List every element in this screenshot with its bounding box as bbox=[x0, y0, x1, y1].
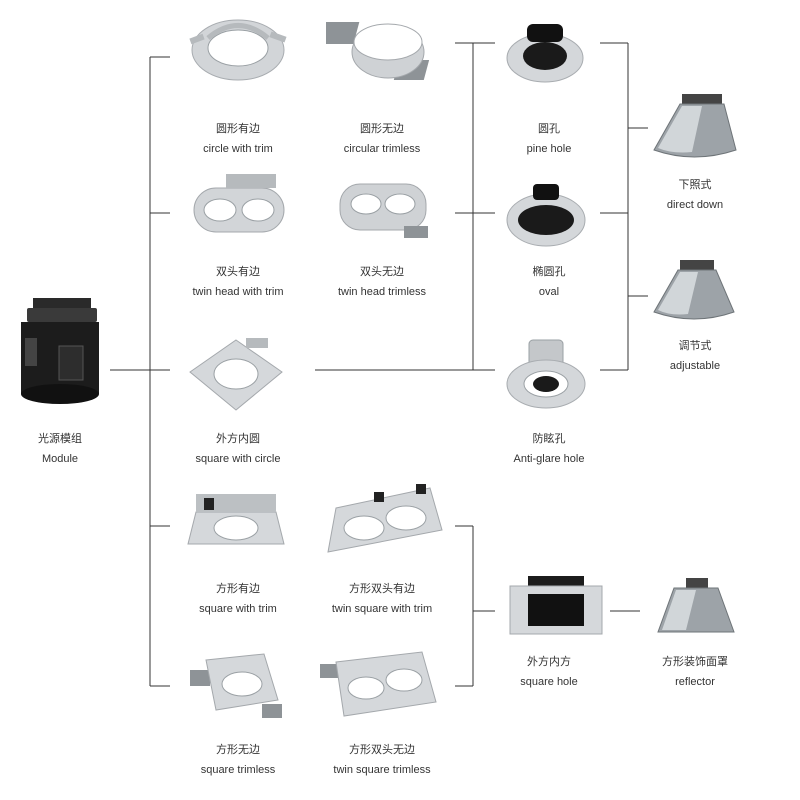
direct-down-reflector-icon bbox=[652, 92, 737, 164]
square-hole-label-en: square hole bbox=[474, 675, 624, 689]
twin-trim-label-zh: 双头有边 bbox=[163, 265, 313, 279]
square-hole-label-zh: 外方内方 bbox=[474, 655, 624, 669]
square-trimless-label-en: square trimless bbox=[163, 763, 313, 777]
circle-trim-label-zh: 圆形有边 bbox=[163, 122, 313, 136]
reflector-label-zh: 方形装饰面罩 bbox=[620, 655, 770, 669]
square-trim-label-en: square with trim bbox=[163, 602, 313, 616]
twin-square-trimless-icon bbox=[318, 646, 440, 726]
circle-trim-icon bbox=[186, 8, 291, 86]
square-circle-label-en: square with circle bbox=[163, 452, 313, 466]
square-trimless-icon bbox=[186, 650, 286, 722]
anti-glare-icon bbox=[505, 336, 587, 412]
circular-trimless-label-en: circular trimless bbox=[307, 142, 457, 156]
square-trimless-label-zh: 方形无边 bbox=[163, 743, 313, 757]
square-circle-label-zh: 外方内圆 bbox=[163, 432, 313, 446]
anti-glare-label-en: Anti-glare hole bbox=[474, 452, 624, 466]
pine-hole-label-zh: 圆孔 bbox=[474, 122, 624, 136]
twin-square-trim-label-en: twin square with trim bbox=[307, 602, 457, 616]
anti-glare-label-zh: 防眩孔 bbox=[474, 432, 624, 446]
module-label-zh: 光源模组 bbox=[0, 432, 135, 446]
oval-label-en: oval bbox=[474, 285, 624, 299]
oval-label-zh: 椭圆孔 bbox=[474, 265, 624, 279]
twin-square-trim-label-zh: 方形双头有边 bbox=[307, 582, 457, 596]
module-icon bbox=[15, 298, 105, 416]
twin-trimless-label-en: twin head trimless bbox=[307, 285, 457, 299]
adjustable-reflector-icon bbox=[652, 258, 737, 330]
direct-down-label-zh: 下照式 bbox=[620, 178, 770, 192]
square-trim-icon bbox=[186, 492, 286, 558]
twin-square-trimless-label-en: twin square trimless bbox=[307, 763, 457, 777]
square-trim-label-zh: 方形有边 bbox=[163, 582, 313, 596]
twin-trim-icon bbox=[186, 172, 291, 244]
adjustable-label-en: adjustable bbox=[620, 359, 770, 373]
square-circle-icon bbox=[186, 336, 286, 416]
oval-hole-icon bbox=[505, 182, 587, 250]
pine-hole-label-en: pine hole bbox=[474, 142, 624, 156]
pine-hole-icon bbox=[505, 22, 585, 86]
twin-trim-label-en: twin head with trim bbox=[163, 285, 313, 299]
square-hole-icon bbox=[508, 574, 604, 636]
twin-trimless-label-zh: 双头无边 bbox=[307, 265, 457, 279]
twin-trimless-icon bbox=[334, 170, 434, 242]
twin-square-trimless-label-zh: 方形双头无边 bbox=[307, 743, 457, 757]
square-reflector-icon bbox=[656, 576, 736, 640]
twin-square-trim-icon bbox=[322, 478, 444, 560]
reflector-label-en: reflector bbox=[620, 675, 770, 689]
circular-trimless-label-zh: 圆形无边 bbox=[307, 122, 457, 136]
circular-trimless-icon bbox=[326, 12, 441, 87]
circle-trim-label-en: circle with trim bbox=[163, 142, 313, 156]
module-label-en: Module bbox=[0, 452, 135, 466]
direct-down-label-en: direct down bbox=[620, 198, 770, 212]
adjustable-label-zh: 调节式 bbox=[620, 339, 770, 353]
